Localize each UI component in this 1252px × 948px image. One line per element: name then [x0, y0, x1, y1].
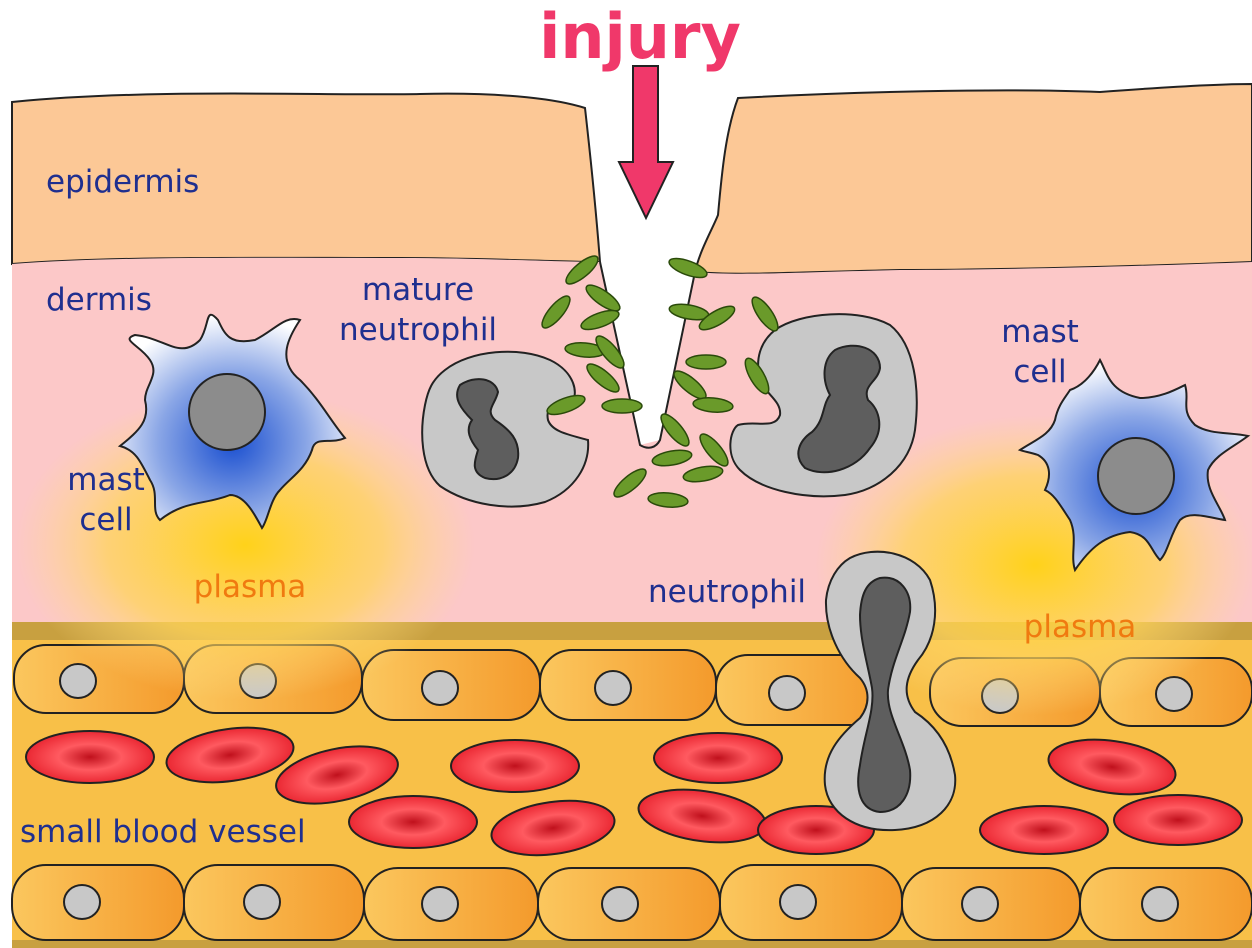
- epidermis-right: [695, 84, 1252, 274]
- label-mast-cell-left-line2: cell: [79, 502, 132, 538]
- bacterium: [602, 399, 642, 413]
- red-blood-cell: [451, 740, 579, 792]
- injury-arrow: [619, 66, 673, 218]
- label-mast-cell-right-line2: cell: [1013, 354, 1066, 390]
- red-blood-cell: [1114, 795, 1242, 845]
- red-blood-cell: [349, 796, 477, 848]
- label-neutrophil: neutrophil: [648, 574, 806, 610]
- bacterium: [686, 355, 726, 369]
- label-mast-cell-left-line1: mast: [67, 462, 145, 498]
- red-blood-cell: [26, 731, 154, 783]
- label-plasma-right: plasma: [1024, 609, 1137, 645]
- label-dermis: dermis: [46, 282, 152, 318]
- label-epidermis: epidermis: [46, 164, 199, 200]
- label-mast-cell-right-line1: mast: [1001, 314, 1079, 350]
- label-mature-neutrophil-line2: neutrophil: [339, 312, 497, 348]
- label-mature-neutrophil-line1: mature: [362, 272, 474, 308]
- label-plasma-left: plasma: [194, 569, 307, 605]
- red-blood-cell: [980, 806, 1108, 854]
- title-injury: injury: [539, 0, 741, 73]
- red-blood-cell: [654, 733, 782, 783]
- label-small-blood-vessel: small blood vessel: [20, 814, 306, 850]
